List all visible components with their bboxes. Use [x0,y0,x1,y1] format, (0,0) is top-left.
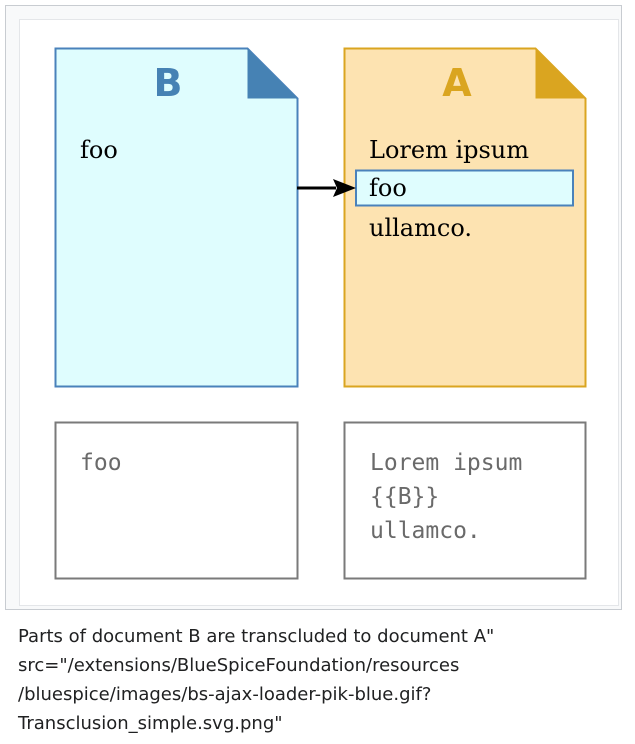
document-b: B foo [54,47,299,388]
document-b-corner-fold [247,48,298,99]
document-b-page [54,47,299,388]
source-b-text: foo [80,450,122,476]
document-a-letter: A [442,61,472,105]
document-a-line-3: ullamco. [369,214,472,242]
document-b-text: foo [80,136,118,164]
document-a-page [343,47,587,388]
document-a: A Lorem ipsum foo ullamco. [343,47,587,388]
document-a-line-2: foo [369,174,407,202]
source-a-box [343,421,587,580]
transcluded-highlight [355,169,574,207]
transclusion-diagram: B foo A Lorem ipsum foo ullamco. foo Lor… [54,47,587,580]
source-a: Lorem ipsum {{B}} ullamco. [343,421,587,580]
document-a-corner-fold [535,48,586,99]
source-a-line-2: {{B}} [370,484,439,510]
source-b-box [54,421,299,580]
source-a-line-3: ullamco. [370,518,481,544]
source-b: foo [54,421,299,580]
source-a-line-1: Lorem ipsum [370,450,522,476]
transclusion-arrow [297,179,356,197]
document-a-line-1: Lorem ipsum [369,136,529,164]
document-b-letter: B [154,61,183,105]
figure-caption: Parts of document B are transcluded to d… [18,626,495,734]
